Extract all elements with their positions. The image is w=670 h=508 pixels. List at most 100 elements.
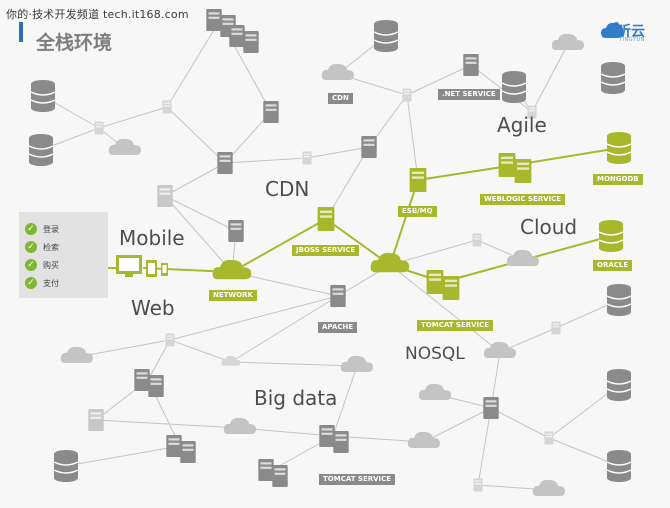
cloud-icon [506,249,539,266]
server-icon [426,270,460,300]
tag-weblogic-service: WEBLOGIC SERVICE [480,194,566,205]
server-icon [94,121,104,135]
network-link [166,106,226,164]
database-icon [373,20,399,52]
watermark: 你的·技术开发频道 tech.it168.com [6,8,189,21]
network-link [406,64,472,96]
network-link [490,407,550,439]
network-link [477,407,492,486]
menu-item-label: 支付 [43,278,59,288]
database-icon [606,369,632,401]
network-link [169,339,232,363]
server-icon [473,478,483,492]
network-link [306,146,370,159]
network-link [166,19,221,108]
network-link [164,162,226,197]
label-cloud: Cloud [520,215,578,239]
cloud-icon [483,341,516,358]
database-icon [606,284,632,316]
tag-mongodb: MONGODB [593,174,643,185]
database-icon [600,62,626,94]
highlight-link [389,179,419,266]
network-link [230,295,339,363]
network-link [470,64,533,113]
tag-tomcat-service: TOMCAT SERVICE [417,320,494,331]
database-icon [606,450,632,482]
network-link [423,407,492,443]
server-icon [166,435,196,463]
cloud-icon [60,346,93,363]
server-icon [258,459,288,487]
server-icon [483,397,499,419]
device-group-icon [99,255,168,277]
server-icon [228,220,244,242]
database-icon [606,132,632,164]
server-icon [402,88,412,102]
page-title: 全栈环境 [36,32,113,54]
cloud-icon [340,355,373,372]
cloud-icon [407,431,440,448]
highlight-link [231,218,327,273]
cloud-icon [551,33,584,50]
tag-oracle: ORACLE [593,260,633,271]
menu-item-pay: ✓ 支付 [25,276,59,290]
network-link [169,295,339,341]
network-link [224,157,308,164]
label-web: Web [131,296,175,320]
server-icon [229,25,259,53]
server-icon [551,321,561,335]
server-icon [263,101,279,123]
menu-item-login: ✓ 登录 [25,222,59,236]
title-accent-bar [19,22,23,42]
network-link [499,327,557,353]
menu-item-search: ✓ 检索 [25,240,59,254]
cloud-icon [370,252,410,273]
check-icon: ✓ [25,259,37,271]
database-icon [30,80,56,112]
database-icon [598,220,624,252]
network-link [389,264,501,353]
tag-network: NETWORK [209,290,257,301]
check-icon: ✓ [25,223,37,235]
server-icon [463,54,479,76]
network-link [95,419,241,429]
server-icon [361,136,377,158]
menu-item-label: 购买 [43,260,59,270]
server-icon [157,185,173,207]
server-icon [472,233,482,247]
network-link [164,195,233,273]
network-link [76,339,171,358]
network-link [65,445,181,467]
network-link [332,365,358,437]
highlight-link [514,147,620,166]
server-icon [317,207,335,231]
tag-dotnet-service: .NET SERVICE [438,89,500,100]
label-big-data: Big data [254,386,338,410]
mobile-menu-panel: ✓ 登录 ✓ 检索 ✓ 购买 ✓ 支付 [19,212,108,298]
server-icon [88,409,104,431]
tag-tomcat-service-bottom: TOMCAT SERVICE [319,474,396,485]
server-icon [319,425,349,453]
label-cdn: CDN [265,177,310,201]
tingyun-logo-icon [601,22,624,38]
network-link [147,339,171,381]
server-icon [498,153,532,183]
server-icon [330,285,346,307]
network-link [98,106,168,129]
label-agile: Agile [497,113,547,137]
database-icon [53,450,79,482]
database-icon [28,134,54,166]
cloud-icon [321,63,354,80]
tag-apache: APACHE [318,322,358,333]
database-icon [501,71,527,103]
menu-item-label: 登录 [43,224,59,234]
tag-cdn: CDN [328,93,353,104]
check-icon: ✓ [25,277,37,289]
cloud-icon [221,355,241,366]
menu-item-label: 检索 [43,242,59,252]
server-icon [302,151,312,165]
cloud-icon [212,259,252,280]
cloud-icon [532,479,565,496]
